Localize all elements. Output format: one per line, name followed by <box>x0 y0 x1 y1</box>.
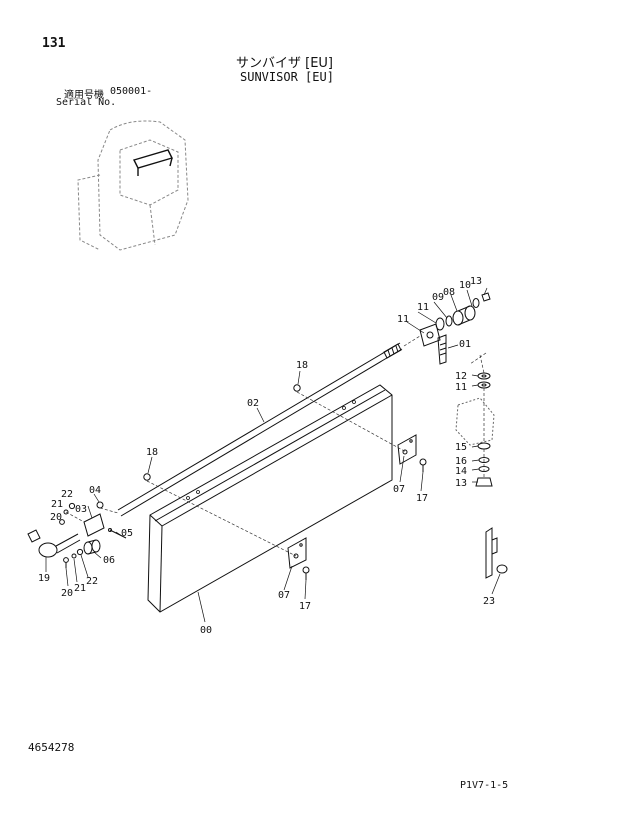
callout-23: 23 <box>483 596 495 607</box>
leader-lines <box>45 287 501 623</box>
callout-19: 19 <box>38 573 50 584</box>
mount-block <box>455 397 495 446</box>
washer-12 <box>477 372 491 380</box>
washer-09 <box>445 315 453 327</box>
callout-11-rod: 11 <box>397 314 409 325</box>
callout-11-upper: 11 <box>417 302 429 313</box>
screw-20-upper <box>59 519 65 525</box>
callout-15: 15 <box>455 442 467 453</box>
callout-11-lower: 11 <box>455 382 467 393</box>
hinge-bolt-01 <box>437 334 447 365</box>
document-number: 4654278 <box>28 741 75 754</box>
washer-10 <box>472 298 480 308</box>
callout-12: 12 <box>455 371 467 382</box>
callout-09: 09 <box>432 292 444 303</box>
rod-threaded-end <box>383 343 402 359</box>
screw-21-upper <box>63 509 69 515</box>
page-number: 131 <box>42 36 66 51</box>
serial-label-japanese: 適用号機 <box>64 90 104 101</box>
right-hinge-bracket <box>419 323 441 347</box>
screw-21-lower <box>71 553 77 559</box>
spacer-08 <box>452 305 476 326</box>
callout-02: 02 <box>247 398 259 409</box>
callout-07-lower: 07 <box>278 590 290 601</box>
serial-number-value: 050001- <box>110 86 153 97</box>
screw-17-lower <box>302 566 310 580</box>
screw-22-upper <box>68 502 76 510</box>
serial-label-english: Serial No. <box>56 97 117 108</box>
callout-07-upper: 07 <box>393 484 405 495</box>
bracket-lower <box>287 537 307 569</box>
pivot-block-03 <box>83 513 105 537</box>
assembly-lines <box>65 335 487 557</box>
callout-16: 16 <box>455 456 467 467</box>
washer-11-lower <box>477 381 491 389</box>
screw-22-lower <box>76 548 84 556</box>
callout-22-lower: 22 <box>86 576 98 587</box>
washer-15 <box>477 442 491 450</box>
screw-17-upper <box>419 458 427 472</box>
callout-00: 00 <box>200 625 212 636</box>
callout-03: 03 <box>75 504 87 515</box>
screw-20-lower <box>63 557 69 568</box>
nut-18-lower <box>143 473 151 481</box>
washer-11-upper <box>435 317 445 331</box>
bracket-upper <box>397 434 417 465</box>
visor-panel <box>147 384 393 613</box>
visor-mount-holes <box>186 400 356 500</box>
knob-19 <box>27 529 81 558</box>
callout-08: 08 <box>443 287 455 298</box>
nut-18-upper <box>293 384 301 392</box>
washer-04 <box>96 501 104 509</box>
callout-13-lower: 13 <box>455 478 467 489</box>
callout-14: 14 <box>455 466 467 477</box>
rod <box>117 342 403 517</box>
callout-20-upper: 20 <box>50 512 62 523</box>
callout-05: 05 <box>121 528 133 539</box>
collar-06 <box>83 539 101 555</box>
callout-18-upper: 18 <box>296 360 308 371</box>
callout-21-upper: 21 <box>51 499 63 510</box>
cab-thumbnail <box>77 120 189 251</box>
callout-labels: 13 10 08 09 11 11 01 12 11 18 02 18 15 1… <box>38 276 495 636</box>
callout-10: 10 <box>459 280 471 291</box>
callout-04: 04 <box>89 485 101 496</box>
nut-13-upper <box>481 292 491 302</box>
callout-22-upper: 22 <box>61 489 73 500</box>
callout-06: 06 <box>103 555 115 566</box>
cab-visor-highlight <box>132 149 174 176</box>
callout-21-lower: 21 <box>74 583 86 594</box>
callout-01: 01 <box>459 339 471 350</box>
figure-code: P1V7-1-5 <box>460 780 509 791</box>
nut-13-lower <box>475 477 493 487</box>
pin-05 <box>108 528 127 539</box>
clip-bracket <box>485 527 498 579</box>
cap-23 <box>496 564 508 574</box>
callout-20-lower: 20 <box>61 588 73 599</box>
callout-13-upper: 13 <box>470 276 482 287</box>
callout-17-lower: 17 <box>299 601 311 612</box>
title-japanese: サンバイザ [EU] <box>236 56 334 71</box>
title-english: SUNVISOR [EU] <box>240 70 334 84</box>
callout-17-upper: 17 <box>416 493 428 504</box>
callout-18-lower: 18 <box>146 447 158 458</box>
